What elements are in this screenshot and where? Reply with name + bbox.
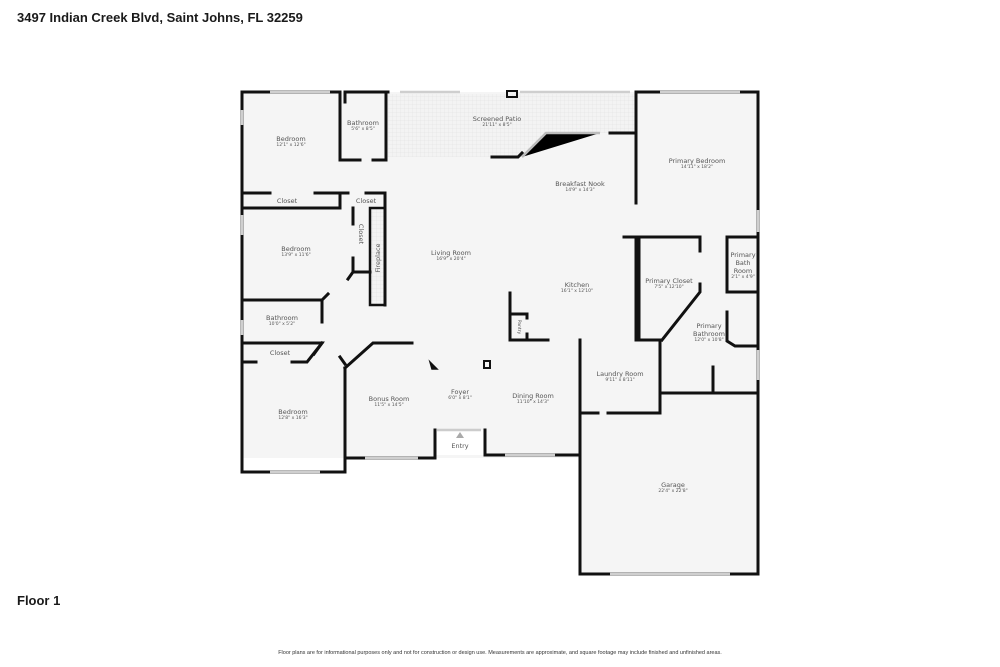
disclaimer: Floor plans are for informational purpos… (278, 650, 722, 656)
floor-area (242, 92, 758, 574)
floor-label: Floor 1 (17, 593, 61, 608)
fireplace (368, 206, 387, 307)
entry-arrow-icon (456, 432, 464, 438)
property-address: 3497 Indian Creek Blvd, Saint Johns, FL … (17, 10, 303, 25)
screened-patio-floor (388, 94, 636, 157)
